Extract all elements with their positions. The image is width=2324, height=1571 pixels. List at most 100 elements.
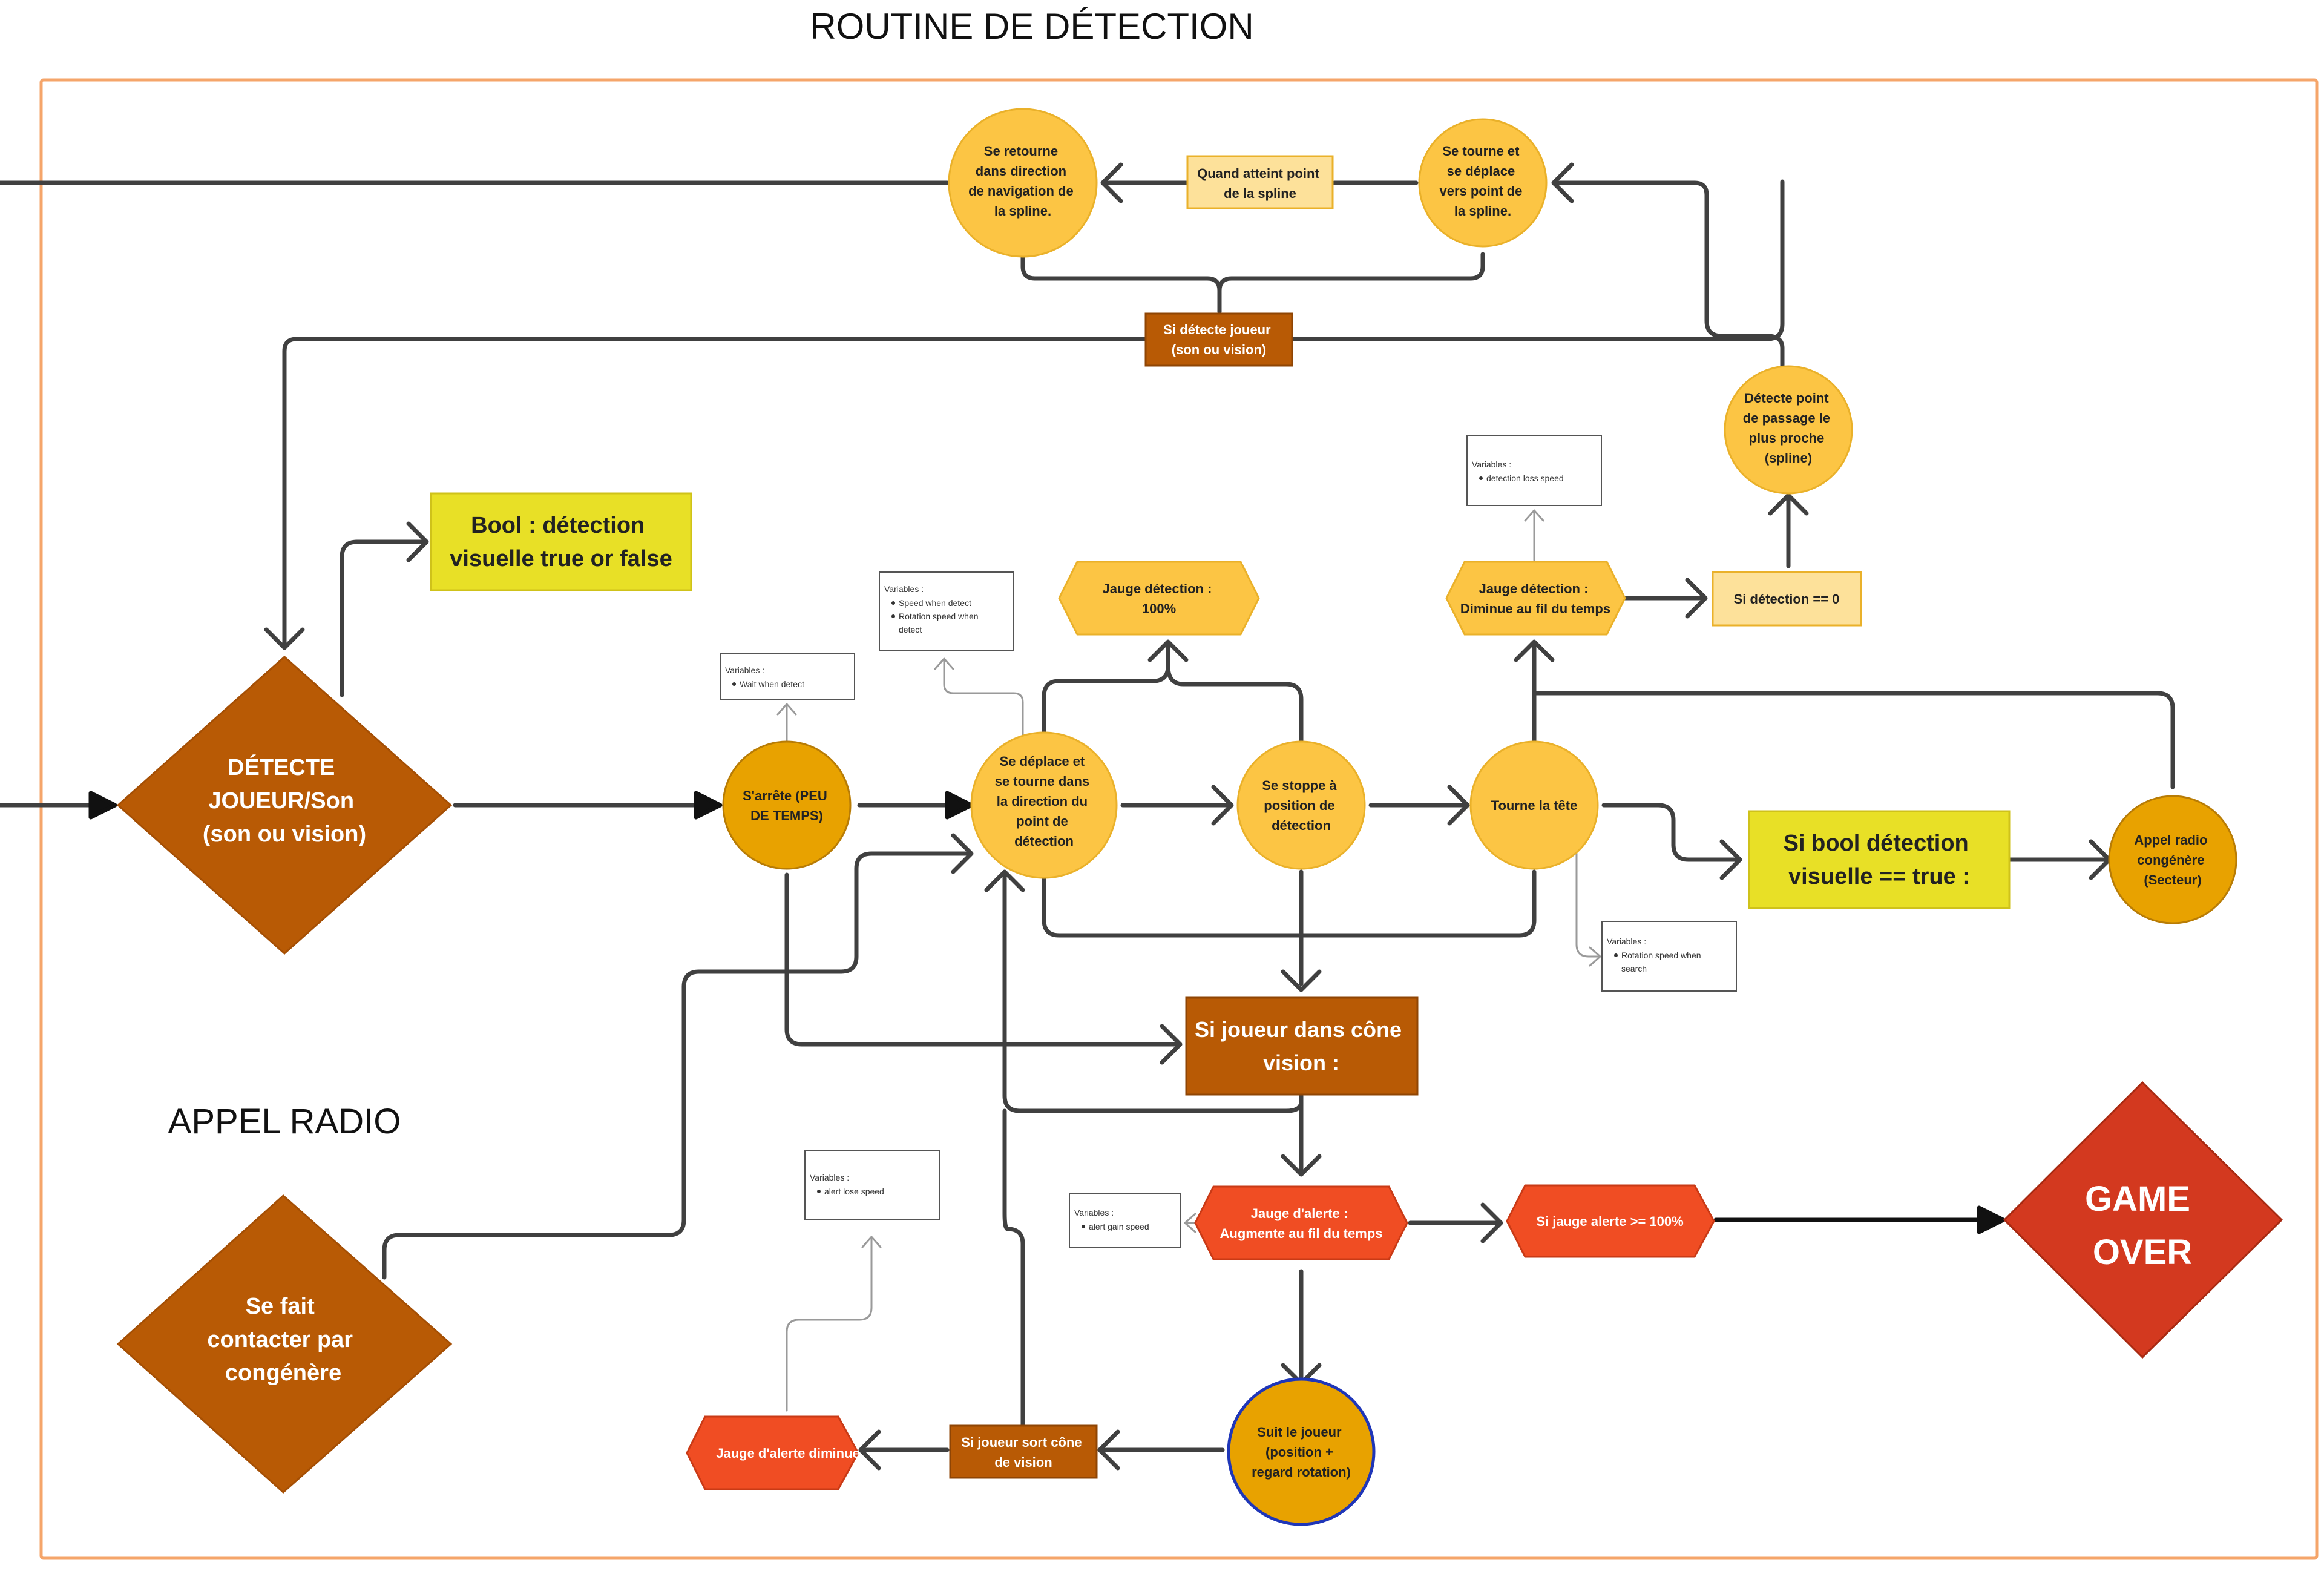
alerte-aug-line: Jauge d'alerte : <box>1251 1206 1348 1221</box>
se-retourne-node: Se retourne dans direction de navigation… <box>948 108 1098 258</box>
retourne-line: la spline. <box>994 203 1051 219</box>
note-item: Speed when detect <box>899 598 971 608</box>
deplace-line: Se déplace et <box>1000 754 1085 769</box>
si-bool-line: visuelle == true : <box>1788 864 1970 889</box>
atteint-line: Quand atteint point <box>1197 166 1319 181</box>
game-over-line: GAME <box>2085 1179 2190 1219</box>
svg-text:Jauge détection : 100%: Jauge détection : 100% <box>1102 581 1215 616</box>
tourne-tete-label: Tourne la tête <box>1491 798 1578 813</box>
svg-text:Si bool détection visuel: Si bool détection visuelle == true : <box>1784 831 1975 889</box>
note-item: Rotation speed when <box>1621 950 1701 960</box>
detecte-joueur-decision: DÉTECTE JOUEUR/Son (son ou vision) <box>116 655 453 955</box>
svg-text:Si joueur dans cône visi: Si joueur dans cône vision : <box>1195 1017 1408 1075</box>
note-arrowhead <box>934 657 954 670</box>
bool-detection-node: Bool : détection visuelle true or false <box>430 492 692 591</box>
sort-line: de vision <box>994 1455 1052 1470</box>
bool-line: Bool : détection <box>471 513 645 538</box>
jauge-detection-diminue-node: Jauge détection : Diminue au fil du temp… <box>1445 561 1626 636</box>
note-arrowhead <box>1184 1213 1196 1233</box>
arrowhead <box>1097 1429 1120 1471</box>
jauge-alerte-diminue-node: Jauge d'alerte diminue <box>686 1415 860 1490</box>
sort-line: Si joueur sort cône <box>961 1435 1082 1450</box>
jauge-dim-line: Jauge détection : <box>1479 581 1588 596</box>
svg-text:Se stoppe à position de: Se stoppe à position de détection <box>1262 778 1341 833</box>
connector-to-jauge-diminue <box>1532 642 2175 789</box>
connector-sidetecte-detecte <box>282 337 1146 647</box>
deplace-line: point de <box>1016 814 1068 829</box>
suit-line: Suit le joueur <box>1257 1424 1342 1440</box>
svg-text:Si détecte joueur (son o: Si détecte joueur (son ou vision) <box>1163 322 1274 357</box>
jauge-dim-line: Diminue au fil du temps <box>1460 601 1610 616</box>
arrowhead-filled <box>694 791 723 820</box>
appel-radio-heading: APPEL RADIO <box>168 1102 401 1141</box>
arrowhead <box>1685 578 1708 619</box>
detecte-line: DÉTECTE <box>228 754 335 780</box>
jauge-alerte-augmente-node: Jauge d'alerte : Augmente au fil du temp… <box>1194 1185 1408 1260</box>
note-arrowhead <box>1524 509 1544 522</box>
quand-atteint-node: Quand atteint point de la spline <box>1186 155 1334 209</box>
retourne-line: de navigation de <box>968 183 1074 199</box>
arrete-line: DE TEMPS) <box>750 808 823 823</box>
note-link-speed <box>943 659 1024 743</box>
deplace-line: détection <box>1014 834 1074 849</box>
detecte-line: JOUEUR/Son <box>208 788 354 814</box>
arrowhead <box>1211 785 1234 826</box>
note-title: Variables : <box>1472 459 1511 469</box>
diagram-title: ROUTINE DE DÉTECTION <box>810 6 1253 47</box>
svg-text:Appel radio congénère: Appel radio congénère (Secteur) <box>2134 832 2211 888</box>
note-item: Wait when detect <box>740 679 804 689</box>
si-detecte-line: Si détecte joueur <box>1163 322 1271 337</box>
svg-text:Se déplace et se tourne: Se déplace et se tourne dans la directio… <box>995 754 1094 849</box>
si-detection-zero-node: Si détection == 0 <box>1712 571 1862 627</box>
note-item: search <box>1621 964 1647 973</box>
variables-note-wait: Variables : Wait when detect <box>720 653 855 700</box>
arrowhead <box>1768 493 1809 516</box>
connector-point-tourne <box>1553 180 1785 372</box>
svg-text:Si joueur sort cône de v: Si joueur sort cône de vision <box>961 1435 1085 1470</box>
appel-line: Appel radio <box>2134 832 2207 848</box>
note-link-rotsearch <box>1575 852 1599 958</box>
svg-text:Suit le joueur (position: Suit le joueur (position + regard rotati… <box>1252 1424 1351 1480</box>
suit-joueur-node: Suit le joueur (position + regard rotati… <box>1227 1377 1376 1526</box>
stoppe-node: Se stoppe à position de détection <box>1236 740 1366 870</box>
si-jauge-alerte-100-node: Si jauge alerte >= 100% <box>1506 1184 1715 1258</box>
connector-sidetecte-right <box>1290 179 1785 341</box>
connector-sort-deplace <box>1002 1108 1025 1428</box>
deplace-tourne-node: Se déplace et se tourne dans la directio… <box>970 731 1118 879</box>
arrowhead <box>264 627 305 650</box>
connector-cone-deplace <box>1002 872 1304 1113</box>
arrowhead <box>1447 785 1470 826</box>
note-item: detection loss speed <box>1486 473 1564 483</box>
suit-line: regard rotation) <box>1252 1464 1351 1480</box>
arrowhead <box>858 1429 881 1471</box>
suit-line: (position + <box>1265 1444 1333 1460</box>
arrowhead-filled <box>945 791 974 820</box>
note-item: alert lose speed <box>824 1187 884 1196</box>
contacter-line: Se fait <box>246 1294 315 1319</box>
svg-text:Bool : détection visuell: Bool : détection visuelle true or false <box>450 513 672 571</box>
arrowhead <box>951 833 974 874</box>
routine-frame <box>39 78 2319 1560</box>
si-detecte-joueur-node: Si détecte joueur (son ou vision) <box>1144 312 1293 367</box>
si-joueur-cone-node: Si joueur dans cône vision : <box>1185 996 1419 1096</box>
connector-tete-bool <box>1601 803 1739 862</box>
tourne-line: se déplace <box>1447 163 1515 179</box>
se-tourne-deplace-node: Se tourne et se déplace vers point de la… <box>1418 118 1548 248</box>
note-item: Rotation speed when <box>899 611 979 621</box>
tourne-line: la spline. <box>1454 203 1511 219</box>
variables-note-rotsearch: Variables : Rotation speed when search <box>1601 921 1737 992</box>
retourne-line: dans direction <box>976 163 1066 179</box>
arrowhead <box>1480 1202 1503 1243</box>
connector-contacter-deplace <box>382 851 971 1280</box>
svg-text:Se retourne dans directi: Se retourne dans direction de navigation… <box>968 143 1077 219</box>
jauge100-line: Jauge détection : <box>1102 581 1212 596</box>
point-line: de passage le <box>1743 410 1830 426</box>
tourne-tete-node: Tourne la tête <box>1469 740 1599 870</box>
note-arrowhead <box>1589 946 1601 967</box>
si-bool-true-node: Si bool détection visuelle == true : <box>1748 810 2011 909</box>
note-title: Variables : <box>725 665 764 675</box>
svg-text:Se fait contacter par: Se fait contacter par congénère <box>207 1294 359 1386</box>
note-title: Variables : <box>810 1173 849 1182</box>
connector-detecte-bool <box>340 539 426 697</box>
